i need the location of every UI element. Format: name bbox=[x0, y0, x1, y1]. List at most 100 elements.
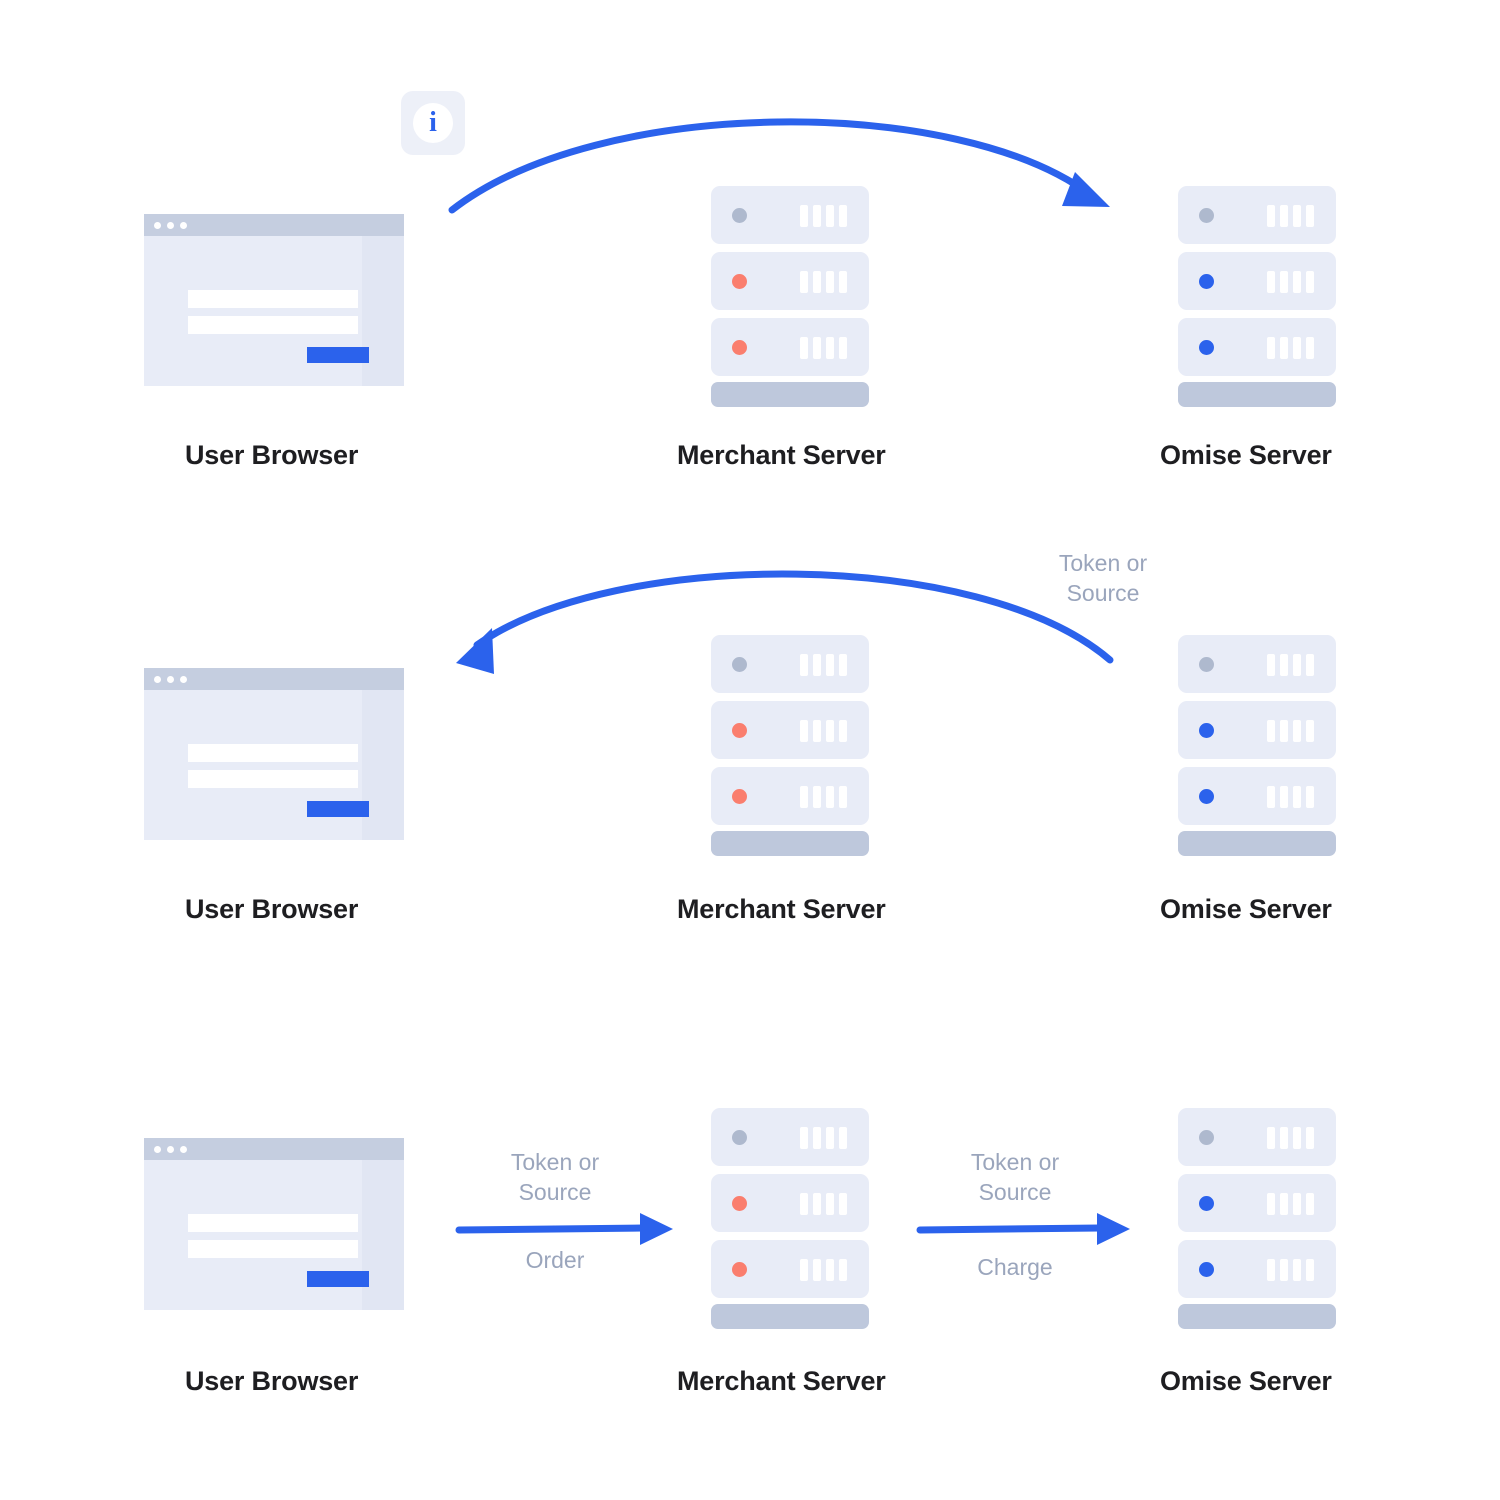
server-vents-icon bbox=[800, 1259, 847, 1281]
server-rack-unit bbox=[1178, 635, 1336, 693]
browser-titlebar bbox=[144, 668, 404, 690]
server-led-icon bbox=[1199, 723, 1214, 738]
server-led-icon bbox=[732, 1130, 747, 1145]
caption-user-browser: User Browser bbox=[185, 1366, 359, 1396]
browser-minimize-dot-icon bbox=[167, 222, 174, 229]
server-base-bar bbox=[1178, 382, 1336, 407]
user-browser-window bbox=[144, 1138, 404, 1310]
server-rack-unit bbox=[1178, 252, 1336, 310]
caption-omise-server: Omise Server bbox=[1160, 440, 1332, 470]
server-rack-unit bbox=[1178, 186, 1336, 244]
server-led-icon bbox=[732, 208, 747, 223]
server-vents-icon bbox=[1267, 720, 1314, 742]
user-browser-window bbox=[144, 214, 404, 386]
browser-page-shade bbox=[362, 1160, 404, 1310]
server-led-icon bbox=[1199, 274, 1214, 289]
flow-label-order: Order bbox=[525, 1247, 585, 1273]
server-rack-unit bbox=[711, 1108, 869, 1166]
arrow-merchant-to-omise bbox=[916, 1213, 1130, 1245]
info-badge[interactable]: i bbox=[401, 91, 465, 155]
server-vents-icon bbox=[800, 1193, 847, 1215]
server-rack-unit bbox=[711, 1240, 869, 1298]
server-led-icon bbox=[1199, 657, 1214, 672]
browser-maximize-dot-icon bbox=[180, 1146, 187, 1153]
server-rack-unit bbox=[711, 1174, 869, 1232]
browser-form-field bbox=[188, 1240, 358, 1258]
browser-form-field bbox=[188, 316, 358, 334]
caption-omise-server: Omise Server bbox=[1160, 1366, 1332, 1396]
omise-server-illustration bbox=[1178, 186, 1336, 407]
server-vents-icon bbox=[1267, 1193, 1314, 1215]
browser-minimize-dot-icon bbox=[167, 676, 174, 683]
caption-merchant-server: Merchant Server bbox=[677, 440, 886, 470]
server-led-icon bbox=[732, 789, 747, 804]
browser-titlebar bbox=[144, 214, 404, 236]
server-rack-unit bbox=[1178, 701, 1336, 759]
omise-server-illustration bbox=[1178, 1108, 1336, 1329]
merchant-server-illustration bbox=[711, 186, 869, 407]
browser-maximize-dot-icon bbox=[180, 676, 187, 683]
server-rack-unit bbox=[711, 318, 869, 376]
server-vents-icon bbox=[800, 654, 847, 676]
flow-label-token-or-source: Token or Source bbox=[510, 1149, 600, 1206]
server-vents-icon bbox=[800, 786, 847, 808]
flow-label-token-or-source: Token or Source bbox=[1058, 550, 1148, 607]
info-icon: i bbox=[429, 107, 437, 138]
server-led-icon bbox=[732, 340, 747, 355]
server-rack-unit bbox=[711, 635, 869, 693]
server-vents-icon bbox=[1267, 654, 1314, 676]
server-led-icon bbox=[1199, 208, 1214, 223]
server-vents-icon bbox=[800, 271, 847, 293]
browser-form-field bbox=[188, 290, 358, 308]
server-vents-icon bbox=[800, 337, 847, 359]
browser-form-field bbox=[188, 1214, 358, 1232]
browser-close-dot-icon bbox=[154, 676, 161, 683]
browser-submit-button bbox=[307, 801, 369, 817]
caption-merchant-server: Merchant Server bbox=[677, 894, 886, 924]
server-vents-icon bbox=[800, 205, 847, 227]
caption-merchant-server: Merchant Server bbox=[677, 1366, 886, 1396]
server-base-bar bbox=[1178, 831, 1336, 856]
server-led-icon bbox=[732, 274, 747, 289]
caption-user-browser: User Browser bbox=[185, 894, 359, 924]
server-led-icon bbox=[732, 1262, 747, 1277]
server-led-icon bbox=[732, 657, 747, 672]
caption-omise-server: Omise Server bbox=[1160, 894, 1332, 924]
server-base-bar bbox=[1178, 1304, 1336, 1329]
browser-minimize-dot-icon bbox=[167, 1146, 174, 1153]
browser-titlebar bbox=[144, 1138, 404, 1160]
caption-user-browser: User Browser bbox=[185, 440, 359, 470]
browser-page-shade bbox=[362, 236, 404, 386]
browser-form-field bbox=[188, 770, 358, 788]
server-rack-unit bbox=[711, 767, 869, 825]
browser-close-dot-icon bbox=[154, 1146, 161, 1153]
server-base-bar bbox=[711, 382, 869, 407]
info-circle-icon bbox=[413, 103, 453, 143]
browser-page-shade bbox=[362, 690, 404, 840]
server-base-bar bbox=[711, 831, 869, 856]
server-led-icon bbox=[1199, 1196, 1214, 1211]
flow-label-charge: Charge bbox=[977, 1254, 1053, 1280]
server-led-icon bbox=[1199, 1262, 1214, 1277]
server-led-icon bbox=[1199, 789, 1214, 804]
server-led-icon bbox=[1199, 340, 1214, 355]
merchant-server-illustration bbox=[711, 635, 869, 856]
server-led-icon bbox=[1199, 1130, 1214, 1145]
server-vents-icon bbox=[1267, 1127, 1314, 1149]
merchant-server-illustration bbox=[711, 1108, 869, 1329]
server-led-icon bbox=[732, 723, 747, 738]
server-base-bar bbox=[711, 1304, 869, 1329]
server-vents-icon bbox=[1267, 271, 1314, 293]
server-rack-unit bbox=[1178, 767, 1336, 825]
server-rack-unit bbox=[711, 186, 869, 244]
omise-server-illustration bbox=[1178, 635, 1336, 856]
server-vents-icon bbox=[800, 720, 847, 742]
arrow-browser-to-merchant bbox=[455, 1213, 673, 1245]
browser-submit-button bbox=[307, 347, 369, 363]
browser-submit-button bbox=[307, 1271, 369, 1287]
browser-form-field bbox=[188, 744, 358, 762]
server-rack-unit bbox=[1178, 1240, 1336, 1298]
server-vents-icon bbox=[800, 1127, 847, 1149]
server-vents-icon bbox=[1267, 205, 1314, 227]
